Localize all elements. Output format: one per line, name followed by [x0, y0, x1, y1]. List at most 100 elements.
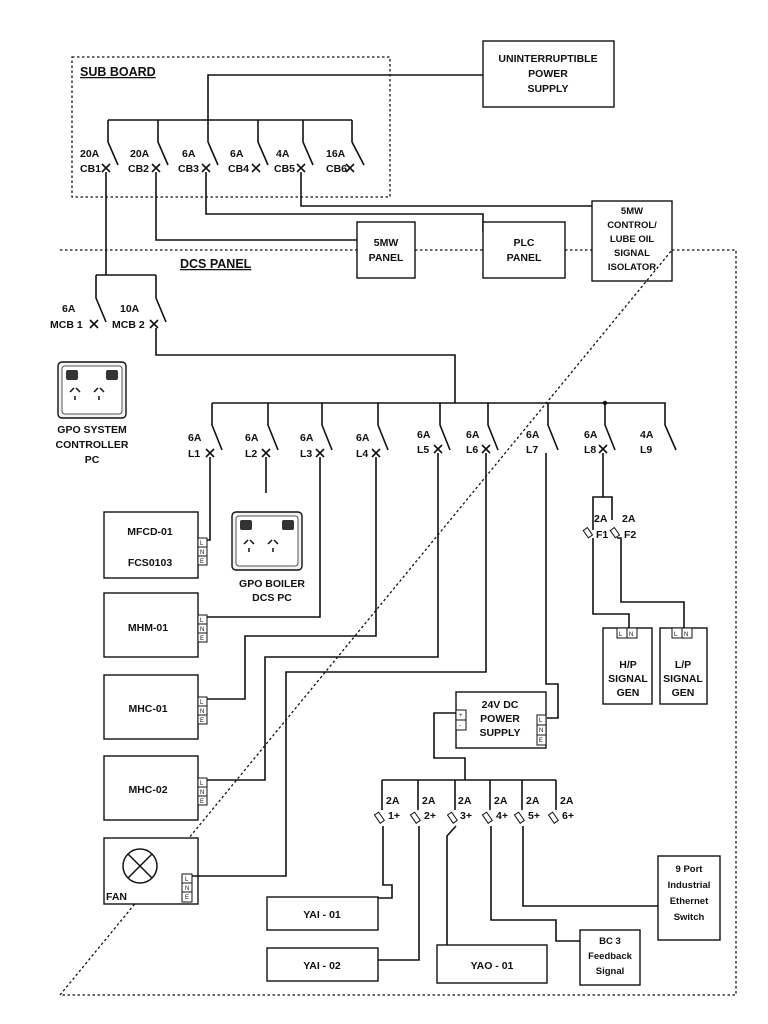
svg-text:4A: 4A	[640, 429, 654, 441]
fan-terminal-block: L N E	[181, 873, 193, 903]
svg-text:CB5: CB5	[274, 163, 295, 175]
svg-text:6A: 6A	[356, 432, 370, 444]
fuse-f1-symbol	[582, 526, 594, 539]
lp-signal-gen-box	[659, 627, 708, 705]
mhm-box	[103, 592, 199, 658]
dc-supply-pm-terminals: + -	[455, 709, 467, 731]
ethernet-switch-box	[657, 855, 721, 941]
svg-text:E: E	[539, 738, 543, 744]
svg-text:N: N	[200, 627, 204, 633]
svg-text:1+: 1+	[388, 810, 400, 822]
f2-to-lp-gen-wire	[617, 537, 685, 628]
svg-text:6+: 6+	[562, 810, 574, 822]
breaker-cb1: 20A CB1	[80, 120, 119, 175]
fuse1-to-yai1-wire	[378, 826, 393, 899]
svg-text:6A: 6A	[188, 432, 202, 444]
mfcd-label: MFCD-01	[127, 526, 173, 538]
plc-panel-label-1: PLC	[514, 237, 535, 249]
svg-text:20A: 20A	[80, 148, 100, 160]
svg-text:N: N	[200, 550, 204, 556]
mhc2-label: MHC-02	[128, 784, 167, 796]
5mw-panel-label-2: PANEL	[369, 252, 404, 264]
svg-text:E: E	[200, 636, 204, 642]
yao1-label: YAO - 01	[471, 960, 514, 972]
yai1-label: YAI - 01	[303, 909, 341, 921]
isolator-label-2: CONTROL/	[607, 220, 657, 231]
dc-supply-label-1: 24V DC	[482, 699, 519, 711]
mcb2-rating: 10A	[120, 303, 140, 315]
gpo-system-label-2: CONTROLLER	[56, 439, 129, 451]
dc-fuse-2: 2A 2+	[409, 780, 436, 824]
svg-text:L8: L8	[584, 444, 596, 456]
mcb1-id: MCB 1	[50, 319, 83, 331]
l3-to-mhm-wire	[207, 457, 321, 618]
svg-text:4+: 4+	[496, 810, 508, 822]
cb5-to-isolator-wire	[300, 172, 592, 207]
switch-label-1: 9 Port	[676, 864, 704, 875]
mcb2-switch	[155, 275, 167, 323]
yai1-box	[266, 896, 379, 931]
fuse-f1-id: F1	[596, 529, 608, 541]
l4-to-mhc1-wire	[207, 457, 377, 700]
circuit-l7: 6A L7	[526, 403, 559, 456]
dc-supply-label-2: POWER	[480, 713, 520, 725]
cb2-to-5mw-panel-wire	[155, 172, 357, 241]
svg-text:L3: L3	[300, 448, 312, 460]
mcb1-rating: 6A	[62, 303, 76, 315]
circuit-l1: 6A L1	[188, 403, 223, 460]
svg-text:L: L	[200, 700, 204, 706]
circuit-x-marks	[205, 444, 608, 458]
mcb2-id: MCB 2	[112, 319, 145, 331]
fuse-f2-id: F2	[624, 529, 636, 541]
fuse3-to-yao1-wire	[446, 825, 457, 945]
fcs-label: FCS0103	[128, 557, 173, 569]
plc-panel-box	[482, 221, 566, 279]
gpo-system-label-3: PC	[85, 454, 100, 466]
hp-gen-label-3: GEN	[617, 687, 640, 699]
mhm-label: MHM-01	[128, 622, 168, 634]
dc-fuse-5: 2A 5+	[513, 780, 540, 824]
mfcd-box	[103, 511, 199, 579]
sub-board-breaker-x-marks	[101, 163, 355, 173]
bc3-label-2: Feedback	[588, 951, 633, 962]
isolator-label-5: ISOLATOR	[608, 262, 656, 273]
svg-text:2A: 2A	[560, 795, 574, 807]
svg-text:N: N	[185, 886, 189, 892]
dc-plus-feed-wire	[433, 712, 466, 780]
dc-fuse-6: 2A 6+	[547, 780, 574, 824]
5mw-panel-box	[356, 221, 416, 279]
mhc1-label: MHC-01	[128, 703, 167, 715]
svg-text:2A: 2A	[386, 795, 400, 807]
svg-text:-: -	[459, 723, 461, 729]
gpo-system-socket-icon	[57, 361, 127, 419]
svg-text:2A: 2A	[526, 795, 540, 807]
svg-text:16A: 16A	[326, 148, 346, 160]
mhc1-terminal-block: L N E	[197, 696, 208, 725]
mcb2-x-mark	[149, 319, 159, 329]
5mw-panel-label-1: 5MW	[374, 237, 399, 249]
fuse-f2-symbol	[609, 526, 621, 539]
svg-text:6A: 6A	[584, 429, 598, 441]
fan-label: FAN	[106, 891, 127, 903]
cb3-to-plc-panel-wire	[205, 172, 484, 232]
svg-text:2A: 2A	[458, 795, 472, 807]
circuit-l9: 4A L9	[605, 402, 677, 456]
svg-text:E: E	[200, 718, 204, 724]
dc-fuse-1: 2A 1+	[373, 780, 400, 824]
svg-text:6A: 6A	[300, 432, 314, 444]
dc-supply-box	[455, 691, 547, 749]
isolator-label-4: SIGNAL	[614, 248, 650, 259]
mhc1-box	[103, 674, 199, 740]
fuse-f1-rating: 2A	[594, 513, 608, 525]
sub-board-title: SUB BOARD	[80, 65, 156, 79]
l8-branch-left	[592, 453, 604, 520]
isolator-box	[591, 200, 673, 282]
circuit-l5: 6A L5	[417, 403, 451, 456]
svg-text:6A: 6A	[466, 429, 480, 441]
hp-signal-gen-box	[602, 627, 653, 705]
svg-text:CB3: CB3	[178, 163, 199, 175]
sub-board-frame	[71, 56, 391, 198]
breaker-cb5: 4A CB5	[274, 120, 314, 175]
gpo-boiler-label-1: GPO BOILER	[239, 578, 305, 590]
